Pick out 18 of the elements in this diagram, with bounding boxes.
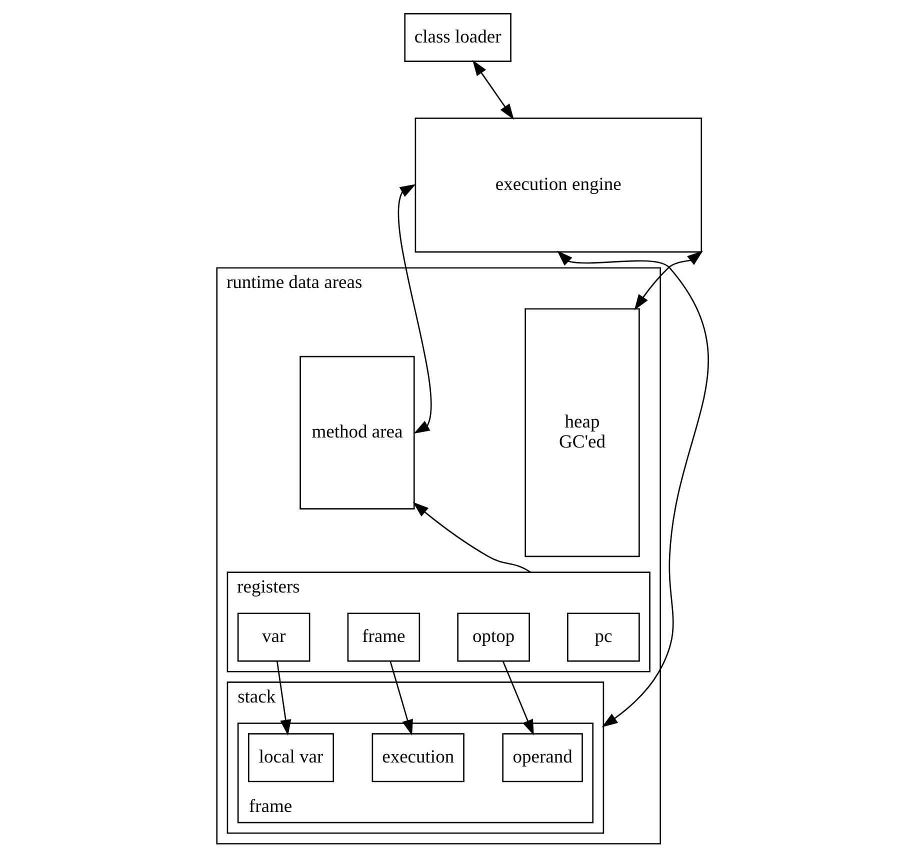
- arrow: [557, 250, 709, 728]
- arrow: [634, 250, 703, 310]
- arrow: [390, 661, 413, 736]
- node-box: heap GC'ed: [524, 308, 640, 558]
- node-box: frame: [347, 612, 420, 662]
- arrow: [398, 184, 432, 434]
- node-box: optop: [457, 612, 530, 662]
- node-box: var: [237, 612, 310, 662]
- node-box: pc: [567, 612, 640, 662]
- node-box: execution engine: [414, 118, 702, 253]
- node-box: local var: [248, 733, 334, 782]
- node-box: operand: [502, 733, 583, 782]
- node-box: class loader: [404, 13, 512, 62]
- node-box: method area: [300, 356, 415, 510]
- arrow: [472, 60, 514, 120]
- node-box: execution: [372, 733, 464, 782]
- arrow: [502, 661, 534, 736]
- arrow: [276, 661, 292, 736]
